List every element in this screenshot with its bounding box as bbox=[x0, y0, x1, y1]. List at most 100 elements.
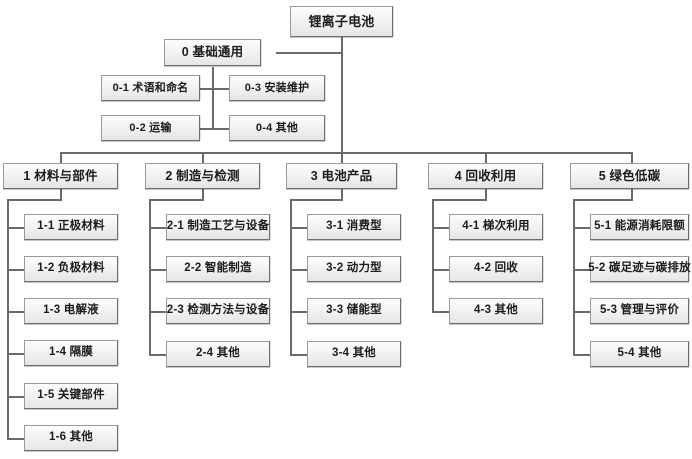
connector-branch-1-jog bbox=[7, 199, 62, 201]
node-1-1[interactable]: 1-1 正极材料 bbox=[24, 214, 118, 240]
node-0-3-label: 0-3 安装维护 bbox=[244, 81, 310, 94]
node-5-3[interactable]: 5-3 管理与评价 bbox=[590, 298, 689, 324]
node-branch-2-label: 2 制造与检测 bbox=[165, 168, 240, 183]
node-branch-5[interactable]: 5 绿色低碳 bbox=[570, 163, 689, 189]
connector-branch-3-rail bbox=[290, 199, 292, 355]
node-general[interactable]: 0 基础通用 bbox=[164, 39, 261, 66]
node-branch-2[interactable]: 2 制造与检测 bbox=[145, 163, 260, 189]
node-branch-5-label: 5 绿色低碳 bbox=[598, 168, 661, 183]
node-1-4-label: 1-4 隔膜 bbox=[48, 346, 94, 359]
connector-branch-3-child-2 bbox=[290, 269, 308, 271]
connector-branch-4-rail bbox=[432, 199, 434, 313]
connector-branch-1-child-5 bbox=[7, 396, 25, 398]
connector-branch-2-child-3 bbox=[149, 311, 167, 313]
node-branch-4[interactable]: 4 回收利用 bbox=[428, 163, 543, 189]
node-2-2[interactable]: 2-2 智能制造 bbox=[166, 256, 270, 282]
node-general-label: 0 基础通用 bbox=[181, 45, 244, 60]
connector-branch-2-child-2 bbox=[149, 269, 167, 271]
connector-branch-1-rail bbox=[7, 199, 9, 439]
connector-branch-5-stub bbox=[631, 188, 633, 200]
node-4-1[interactable]: 4-1 梯次利用 bbox=[449, 214, 543, 240]
node-1-4[interactable]: 1-4 隔膜 bbox=[24, 340, 118, 366]
connector-drop-branch-5 bbox=[631, 152, 633, 163]
node-4-3-label: 4-3 其他 bbox=[473, 304, 519, 317]
node-2-1[interactable]: 2-1 制造工艺与设备 bbox=[166, 214, 270, 240]
node-1-2[interactable]: 1-2 负极材料 bbox=[24, 256, 118, 282]
node-1-1-label: 1-1 正极材料 bbox=[37, 220, 105, 233]
node-3-4[interactable]: 3-4 其他 bbox=[307, 341, 401, 367]
node-3-2-label: 3-2 动力型 bbox=[326, 262, 382, 275]
node-5-3-label: 5-3 管理与评价 bbox=[599, 304, 680, 317]
connector-branch-1-child-4 bbox=[7, 353, 25, 355]
connector-branch-3-jog bbox=[290, 199, 343, 201]
connector-branch-3-stub bbox=[341, 188, 343, 200]
node-3-4-label: 3-4 其他 bbox=[331, 347, 377, 360]
connector-general-to-0-1 bbox=[200, 88, 214, 90]
node-2-4[interactable]: 2-4 其他 bbox=[166, 341, 270, 367]
node-0-3[interactable]: 0-3 安装维护 bbox=[229, 75, 325, 101]
node-branch-3[interactable]: 3 电池产品 bbox=[286, 163, 397, 189]
node-3-1-label: 3-1 消费型 bbox=[326, 220, 382, 233]
node-2-4-label: 2-4 其他 bbox=[195, 347, 241, 360]
node-1-3[interactable]: 1-3 电解液 bbox=[24, 298, 118, 324]
connector-branch-3-child-4 bbox=[290, 354, 308, 356]
node-1-2-label: 1-2 负极材料 bbox=[37, 262, 105, 275]
node-4-3[interactable]: 4-3 其他 bbox=[449, 298, 543, 324]
node-4-1-label: 4-1 梯次利用 bbox=[462, 220, 530, 233]
node-0-2-label: 0-2 运输 bbox=[129, 121, 172, 134]
connector-branch-3-child-3 bbox=[290, 311, 308, 313]
node-0-1[interactable]: 0-1 术语和命名 bbox=[101, 75, 200, 101]
node-branch-1[interactable]: 1 材料与部件 bbox=[3, 163, 118, 189]
node-root-label: 锂离子电池 bbox=[308, 14, 375, 29]
connector-drop-branch-3 bbox=[341, 152, 343, 163]
node-0-2[interactable]: 0-2 运输 bbox=[101, 115, 200, 141]
node-5-1-label: 5-1 能源消耗限额 bbox=[594, 220, 685, 233]
node-2-1-label: 2-1 制造工艺与设备 bbox=[166, 220, 270, 233]
connector-drop-branch-1 bbox=[60, 152, 62, 163]
connector-drop-branch-2 bbox=[202, 152, 204, 163]
connector-branch-2-stub bbox=[202, 188, 204, 200]
node-5-4-label: 5-4 其他 bbox=[617, 347, 662, 360]
connector-branch-5-child-4 bbox=[573, 354, 591, 356]
node-5-1[interactable]: 5-1 能源消耗限额 bbox=[590, 214, 689, 240]
node-5-4[interactable]: 5-4 其他 bbox=[590, 341, 689, 367]
node-1-6-label: 1-6 其他 bbox=[48, 431, 94, 444]
connector-branch-1-child-3 bbox=[7, 311, 25, 313]
node-5-2-label: 5-2 碳足迹与碳排放 bbox=[588, 262, 691, 275]
node-4-2-label: 4-2 回收 bbox=[473, 262, 519, 275]
node-2-3-label: 2-3 检测方法与设备 bbox=[166, 304, 270, 317]
connector-branch-2-rail bbox=[149, 199, 151, 355]
node-3-2[interactable]: 3-2 动力型 bbox=[307, 256, 401, 282]
connector-branch-1-stub bbox=[60, 188, 62, 200]
node-1-3-label: 1-3 电解液 bbox=[43, 304, 99, 317]
node-branch-4-label: 4 回收利用 bbox=[454, 168, 517, 183]
connector-branch-4-child-1 bbox=[432, 227, 450, 229]
node-root[interactable]: 锂离子电池 bbox=[290, 6, 393, 37]
connector-general-to-0-4 bbox=[212, 128, 230, 130]
node-0-4[interactable]: 0-4 其他 bbox=[229, 115, 325, 141]
connector-level1-bus bbox=[60, 152, 632, 154]
connector-branch-1-child-1 bbox=[7, 227, 25, 229]
node-1-6[interactable]: 1-6 其他 bbox=[24, 425, 118, 451]
node-4-2[interactable]: 4-2 回收 bbox=[449, 256, 543, 282]
node-2-3[interactable]: 2-3 检测方法与设备 bbox=[166, 298, 270, 324]
node-3-1[interactable]: 3-1 消费型 bbox=[307, 214, 401, 240]
connector-branch-2-child-1 bbox=[149, 227, 167, 229]
connector-branch-5-jog bbox=[573, 199, 633, 201]
connector-general-to-0-2 bbox=[200, 128, 214, 130]
connector-branch-3-child-1 bbox=[290, 227, 308, 229]
connector-root-to-general bbox=[276, 52, 343, 54]
node-3-3[interactable]: 3-3 储能型 bbox=[307, 298, 401, 324]
node-3-3-label: 3-3 储能型 bbox=[326, 304, 382, 317]
connector-branch-1-child-2 bbox=[7, 269, 25, 271]
connector-branch-5-child-1 bbox=[573, 227, 591, 229]
node-branch-3-label: 3 电池产品 bbox=[310, 168, 373, 183]
connector-branch-1-child-6 bbox=[7, 438, 25, 440]
connector-branch-5-child-3 bbox=[573, 311, 591, 313]
node-5-2[interactable]: 5-2 碳足迹与碳排放 bbox=[588, 256, 691, 282]
connector-drop-branch-4 bbox=[485, 152, 487, 163]
node-1-5[interactable]: 1-5 关键部件 bbox=[24, 383, 118, 409]
connector-branch-5-child-2 bbox=[573, 269, 591, 271]
node-2-2-label: 2-2 智能制造 bbox=[184, 262, 252, 275]
